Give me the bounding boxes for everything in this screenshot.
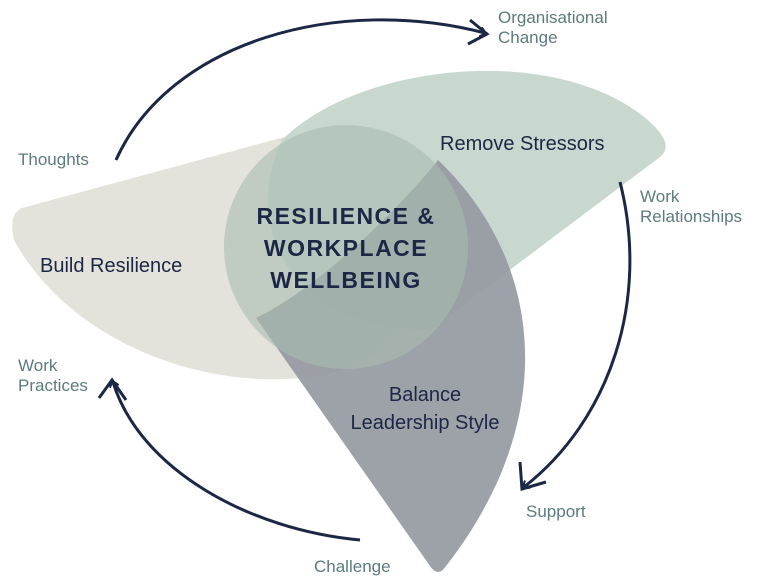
label-line: Work [640, 187, 680, 206]
thoughts-label: Thoughts [18, 150, 89, 169]
arrow-bottom-head [97, 377, 128, 401]
arrow-right [524, 181, 632, 487]
center-title-line: RESILIENCE & [256, 203, 436, 229]
center-title: RESILIENCE & WORKPLACE WELLBEING [226, 200, 466, 296]
label-line: Work [18, 356, 58, 375]
arrow-bottom [113, 382, 361, 542]
arrow-top-head [467, 18, 490, 46]
center-title-line: WELLBEING [270, 267, 422, 293]
arrow-right-head [518, 461, 547, 491]
zone-line: Balance [388, 384, 462, 406]
build-resilience-label: Build Resilience [40, 255, 183, 277]
work-relationships-label: Work Relationships [640, 187, 742, 227]
label-line: Organisational [498, 8, 608, 27]
challenge-label: Challenge [314, 557, 391, 576]
center-circle [224, 125, 468, 369]
organisational-change-label: Organisational Change [498, 8, 608, 48]
label-line: Change [498, 28, 558, 47]
balance-leadership-label: Balance Leadership Style [330, 381, 520, 437]
label-line: Relationships [640, 207, 743, 226]
zone-line: Leadership Style [350, 412, 500, 434]
support-label: Support [526, 502, 586, 521]
arrow-top [114, 18, 485, 161]
remove-stressors-label: Remove Stressors [440, 133, 605, 155]
center-title-line: WORKPLACE [263, 235, 429, 261]
work-practices-label: Work Practices [18, 356, 88, 396]
label-line: Practices [18, 376, 88, 395]
